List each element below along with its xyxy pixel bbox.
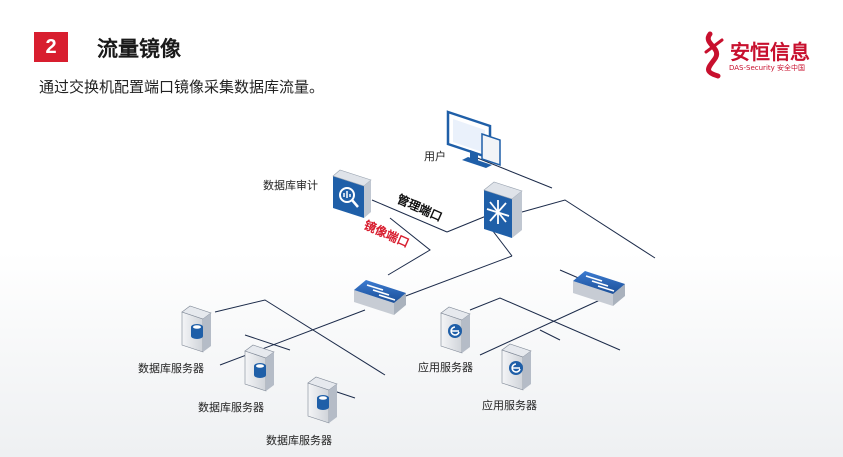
app-server-label: 应用服务器 — [482, 398, 537, 412]
line-app-switch-rail — [479, 299, 601, 356]
line-app-rail — [469, 297, 621, 351]
line-app-2 — [539, 329, 561, 341]
db-switch-icon — [354, 280, 406, 315]
line-audit-mgmt — [371, 199, 448, 233]
app-server-icon — [501, 343, 532, 391]
line-db-2 — [244, 334, 291, 351]
line-audit-mirror — [387, 217, 431, 276]
user-label: 用户 — [424, 149, 446, 163]
db-server-label: 数据库服务器 — [198, 400, 264, 414]
logo-name: 安恒信息 — [730, 40, 810, 64]
line-core-right — [521, 199, 656, 259]
mirror-port-label: 镜像端口 — [362, 217, 412, 250]
user-computer-icon — [446, 110, 501, 168]
line-user-core — [469, 154, 553, 189]
audit-appliance-icon — [332, 169, 372, 218]
line-switch-core — [394, 255, 513, 301]
db-server-label: 数据库服务器 — [138, 361, 204, 375]
section-number-badge: 2 — [34, 32, 68, 62]
db-server-icon — [244, 344, 275, 392]
app-switch-icon — [573, 271, 625, 306]
db-server-label: 数据库服务器 — [266, 433, 332, 447]
db-server-icon — [181, 305, 212, 353]
app-server-icon — [440, 306, 471, 354]
app-server-label: 应用服务器 — [418, 360, 473, 374]
audit-label: 数据库审计 — [263, 178, 318, 192]
line-switch-db-rail — [219, 309, 366, 366]
logo-tagline: DAS-Security 安全中国 — [729, 64, 805, 72]
core-switch-icon — [483, 181, 523, 238]
line-db-rail-a — [214, 299, 386, 376]
page-title: 流量镜像 — [97, 37, 181, 61]
company-logo-icon — [704, 31, 724, 79]
page-subtitle: 通过交换机配置端口镜像采集数据库流量。 — [39, 78, 325, 96]
db-server-icon — [307, 376, 338, 424]
mgmt-port-label: 管理端口 — [395, 191, 445, 224]
